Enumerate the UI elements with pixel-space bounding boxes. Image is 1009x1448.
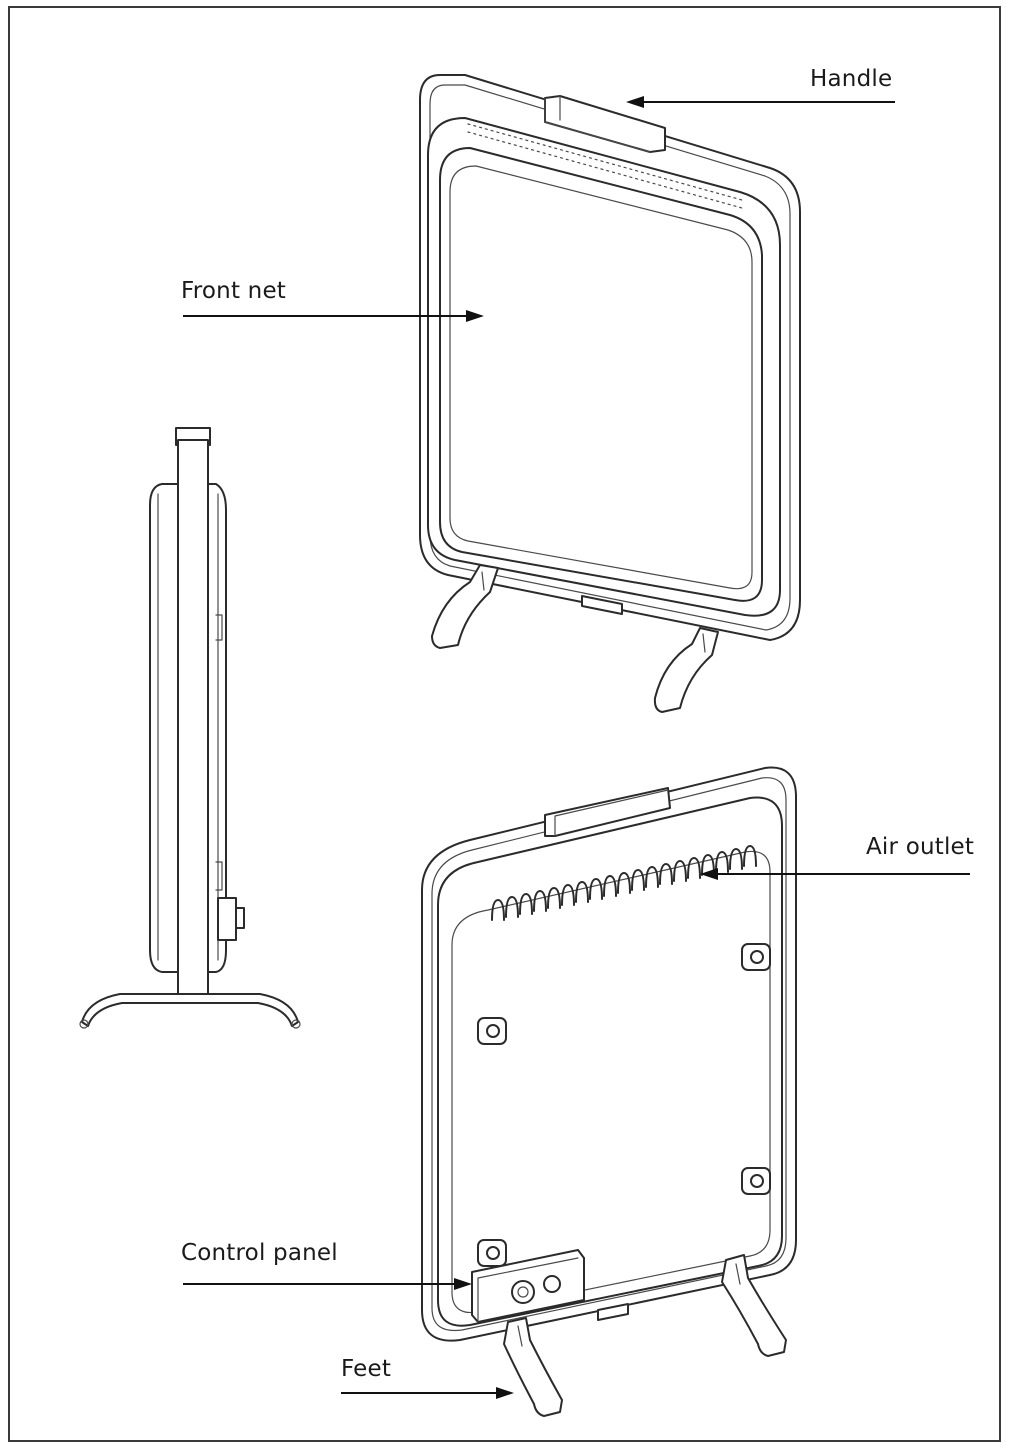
air-outlet-arrow — [700, 868, 970, 880]
label-control-panel: Control panel — [181, 1240, 338, 1266]
feet-arrow — [341, 1387, 514, 1399]
control-panel-arrow — [183, 1278, 472, 1290]
label-air-outlet: Air outlet — [866, 834, 975, 860]
handle-arrow — [626, 96, 895, 108]
rear-view-heater — [421, 766, 797, 1417]
air-outlet-fins — [491, 845, 757, 921]
label-feet: Feet — [341, 1356, 392, 1382]
label-handle: Handle — [810, 66, 893, 92]
front-net-arrow — [183, 310, 484, 322]
label-front-net: Front net — [181, 278, 287, 304]
front-view-heater — [419, 74, 801, 713]
side-view-heater — [79, 427, 301, 1029]
mounting-bosses — [477, 943, 771, 1267]
control-panel-unit — [471, 1249, 585, 1323]
